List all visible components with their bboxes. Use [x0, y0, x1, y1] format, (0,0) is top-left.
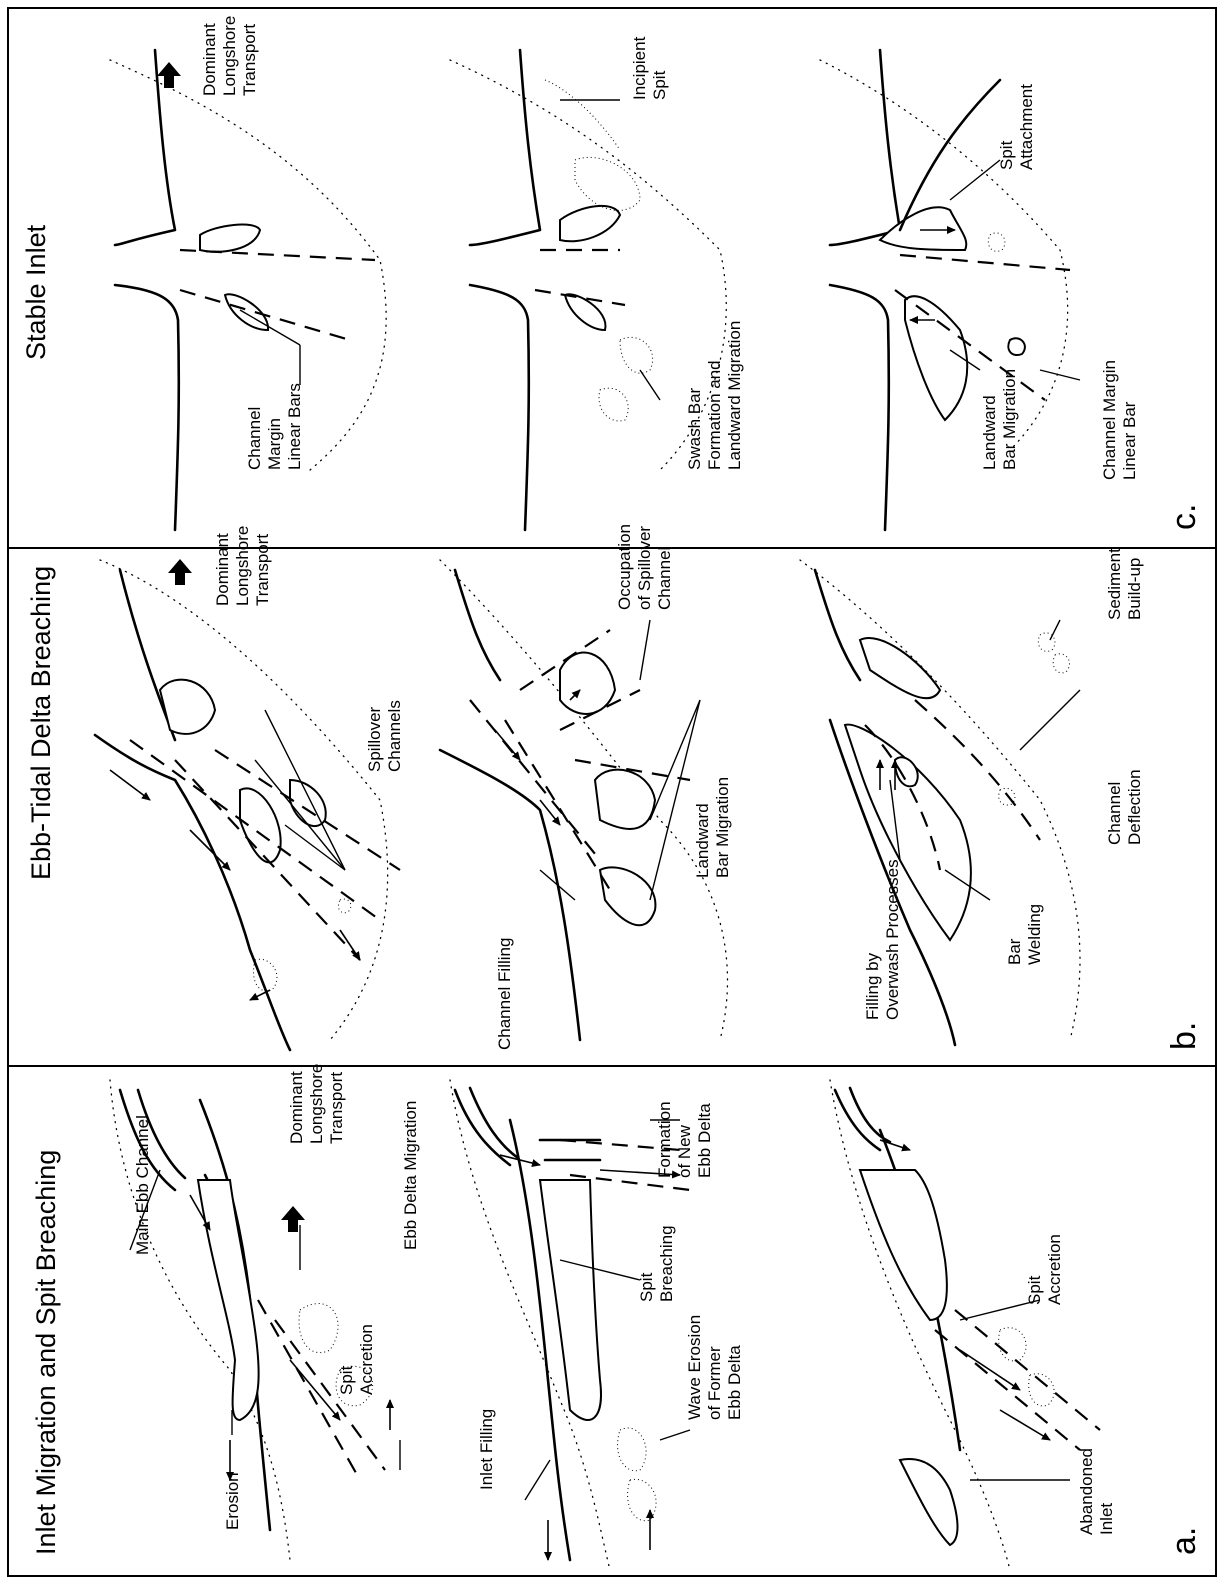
svg-text:Spit: Spit	[1025, 1275, 1044, 1305]
svg-text:Incipient: Incipient	[630, 36, 649, 100]
panel-a-title: Inlet Migration and Spit Breaching	[31, 1150, 61, 1555]
svg-text:Longshore: Longshore	[307, 1064, 326, 1144]
label-b-channel-filling: Channel Filling	[495, 938, 514, 1050]
svg-text:Abandoned: Abandoned	[1077, 1448, 1096, 1535]
svg-text:Transport: Transport	[253, 534, 272, 606]
svg-text:Wave Erosion: Wave Erosion	[685, 1315, 704, 1420]
panel-c-title: Stable Inlet	[21, 224, 51, 360]
svg-text:Transport: Transport	[327, 1072, 346, 1144]
label-b-filling-by-overwash: Filling by Overwash Processes	[863, 859, 902, 1020]
svg-text:Linear Bars: Linear Bars	[285, 383, 304, 470]
label-b-channel-deflection: Channel Deflection	[1105, 769, 1144, 845]
svg-text:Landward: Landward	[693, 803, 712, 878]
label-a-spit-breaching: Spit Breaching	[637, 1225, 676, 1302]
panel-b: Ebb-Tidal Delta Breaching b. Dominan	[26, 524, 1203, 1050]
label-a-spit-accretion-bottom: Spit Accretion	[1025, 1234, 1064, 1305]
label-b-sediment-buildup: Sediment Build-up	[1105, 548, 1144, 620]
label-c-spit-attachment: Spit Attachment	[997, 84, 1036, 170]
svg-text:Spit: Spit	[637, 1272, 656, 1302]
svg-text:of Former: of Former	[705, 1346, 724, 1420]
svg-text:Attachment: Attachment	[1017, 84, 1036, 170]
label-b-spillover-channels: Spillover Channels	[365, 700, 404, 772]
svg-text:Accretion: Accretion	[357, 1324, 376, 1395]
label-a-formation-new-delta: Formation of New Ebb Delta	[655, 1101, 714, 1178]
svg-text:Filling by: Filling by	[863, 952, 882, 1020]
label-a-spit-accretion-top: Spit Accretion	[337, 1324, 376, 1395]
label-c-channel-margin-linear-bar: Channel Margin Linear Bar	[1100, 360, 1139, 480]
label-a-ebb-delta-migration: Ebb Delta Migration	[401, 1101, 420, 1250]
svg-text:Linear Bar: Linear Bar	[1120, 401, 1139, 480]
panel-b-letter: b.	[1165, 1022, 1203, 1050]
svg-text:Deflection: Deflection	[1125, 769, 1144, 845]
label-b-occupation: Occupation of Spillover Channel	[615, 524, 674, 610]
longshore-arrow-b	[168, 559, 192, 585]
panel-a-top-sketch	[110, 1080, 400, 1560]
label-a-main-ebb-channel: Main Ebb Channel	[133, 1115, 152, 1255]
label-b-landward-bar-migration: Landward Bar Migration	[693, 777, 732, 878]
panel-a-letter: a.	[1165, 1527, 1203, 1555]
svg-text:Sediment: Sediment	[1105, 548, 1124, 620]
panel-c: Stable Inlet c. Dominant Longshore Trans…	[21, 16, 1203, 530]
svg-text:Channel: Channel	[655, 547, 674, 610]
panel-b-top-sketch	[95, 559, 400, 1050]
svg-text:Ebb Delta: Ebb Delta	[695, 1103, 714, 1178]
panel-a: Inlet Migration and Spit Breaching a. Ma…	[31, 1064, 1203, 1570]
svg-text:Margin: Margin	[265, 418, 284, 470]
svg-text:Accretion: Accretion	[1045, 1234, 1064, 1305]
svg-text:Bar Migration: Bar Migration	[1000, 369, 1019, 470]
panel-a-middle-sketch	[450, 1080, 690, 1570]
svg-text:Overwash Processes: Overwash Processes	[883, 859, 902, 1020]
svg-text:Formation and: Formation and	[705, 360, 724, 470]
panel-b-title: Ebb-Tidal Delta Breaching	[26, 566, 56, 880]
svg-text:Spit: Spit	[997, 140, 1016, 170]
svg-text:Channel: Channel	[1105, 782, 1124, 845]
panel-c-letter: c.	[1165, 504, 1203, 530]
svg-text:Bar Migration: Bar Migration	[713, 777, 732, 878]
svg-text:Channel: Channel	[245, 407, 264, 470]
svg-text:Spit: Spit	[650, 70, 669, 100]
svg-text:of Spillover: of Spillover	[635, 526, 654, 610]
svg-text:Bar: Bar	[1005, 938, 1024, 965]
svg-text:Build-up: Build-up	[1125, 558, 1144, 620]
svg-text:Channels: Channels	[385, 700, 404, 772]
svg-text:Transport: Transport	[240, 24, 259, 96]
svg-text:Ebb Delta: Ebb Delta	[725, 1345, 744, 1420]
label-a-wave-erosion: Wave Erosion of Former Ebb Delta	[685, 1315, 744, 1420]
label-c-dominant-longshore: Dominant Longshore Transport	[200, 16, 259, 96]
label-c-incipient-spit: Incipient Spit	[630, 36, 669, 100]
label-a-abandoned-inlet: Abandoned Inlet	[1077, 1448, 1116, 1535]
label-a-inlet-filling: Inlet Filling	[477, 1409, 496, 1490]
panel-a-bottom-sketch	[830, 1080, 1100, 1570]
svg-text:Spillover: Spillover	[365, 706, 384, 772]
label-a-erosion: Erosion	[223, 1472, 242, 1530]
panel-b-middle-sketch	[440, 560, 728, 1040]
svg-text:Dominant: Dominant	[287, 1071, 306, 1144]
panel-c-bottom-sketch	[820, 50, 1080, 530]
svg-text:Channel Margin: Channel Margin	[1100, 360, 1119, 480]
svg-text:Swash Bar: Swash Bar	[685, 387, 704, 470]
label-b-dominant-longshore: Dominant Longshore Transport	[213, 526, 272, 606]
svg-text:Dominant: Dominant	[200, 23, 219, 96]
svg-text:Formation: Formation	[655, 1101, 674, 1178]
svg-text:Spit: Spit	[337, 1365, 356, 1395]
label-b-bar-welding: Bar Welding	[1005, 904, 1044, 965]
svg-text:Landward Migration: Landward Migration	[725, 321, 744, 470]
label-a-dominant-longshore: Dominant Longshore Transport	[287, 1064, 346, 1144]
svg-text:Welding: Welding	[1025, 904, 1044, 965]
svg-text:Inlet: Inlet	[1097, 1503, 1116, 1535]
svg-text:of New: of New	[675, 1124, 694, 1178]
svg-text:Longshore: Longshore	[220, 16, 239, 96]
svg-text:Landward: Landward	[980, 395, 999, 470]
svg-text:Breaching: Breaching	[657, 1225, 676, 1302]
longshore-arrow-a	[281, 1206, 305, 1232]
label-c-swash-bar: Swash Bar Formation and Landward Migrati…	[685, 321, 744, 470]
label-c-landward-bar-migration: Landward Bar Migration	[980, 369, 1019, 470]
svg-text:Dominant: Dominant	[213, 533, 232, 606]
svg-text:Occupation: Occupation	[615, 524, 634, 610]
label-c-channel-margin-linear-bars: Channel Margin Linear Bars	[245, 383, 304, 470]
svg-text:Longshore: Longshore	[233, 526, 252, 606]
panel-b-bottom-sketch	[800, 560, 1080, 1045]
